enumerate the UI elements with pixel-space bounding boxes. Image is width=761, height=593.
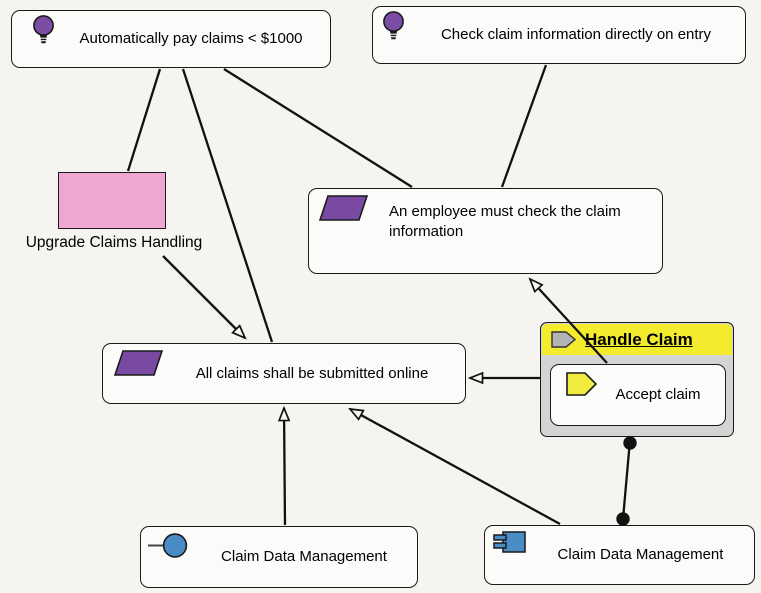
principle-node-auto-pay[interactable]: Automatically pay claims < $1000	[11, 10, 331, 68]
edge-workpackage-reqonline[interactable]	[162, 255, 245, 338]
requirement-icon	[114, 350, 163, 376]
lightbulb-icon	[33, 15, 54, 44]
interface-node-claim-data[interactable]: Claim Data Management	[140, 526, 418, 588]
interface-claim-data-label: Claim Data Management	[221, 548, 387, 565]
requirement-online-label: All claims shall be submitted online	[195, 364, 429, 382]
process-arrow-icon	[566, 372, 597, 396]
edge-component-reqonline[interactable]	[350, 409, 561, 526]
principle-check-entry-label: Check claim information directly on entr…	[440, 26, 712, 43]
handle-claim-header: Handle Claim	[542, 324, 732, 355]
handle-claim-title: Handle Claim	[585, 329, 693, 349]
edge-autopay-reqemployee[interactable]	[223, 68, 413, 188]
principle-node-check-entry[interactable]: Check claim information directly on entr…	[372, 6, 746, 64]
requirement-employee-check-label: An employee must check the claim informa…	[389, 203, 621, 240]
component-claim-data-label: Claim Data Management	[557, 546, 724, 563]
work-package-node[interactable]	[58, 172, 166, 229]
principle-auto-pay-label: Automatically pay claims < $1000	[79, 30, 303, 47]
junction-dot-top	[623, 436, 637, 450]
edge-autopay-reqonline[interactable]	[181, 68, 274, 343]
edge-handleclaim-component[interactable]	[621, 439, 632, 520]
interface-icon	[148, 533, 188, 558]
junction-dot-bottom	[616, 512, 630, 526]
accept-claim-label: Accept claim	[615, 386, 701, 403]
edge-autopay-workpackage[interactable]	[126, 68, 162, 172]
accept-claim-node[interactable]: Accept claim	[550, 364, 726, 426]
handle-claim-group[interactable]: Handle Claim Accept claim	[540, 322, 734, 437]
process-arrow-icon	[551, 331, 576, 348]
lightbulb-icon	[383, 11, 404, 40]
requirement-node-online[interactable]: All claims shall be submitted online	[102, 343, 466, 404]
edge-checkentry-reqemployee[interactable]	[500, 64, 548, 188]
requirement-node-employee-check[interactable]: An employee must check the claim informa…	[308, 188, 663, 274]
work-package-label: Upgrade Claims Handling	[25, 234, 203, 251]
component-node-claim-data[interactable]: Claim Data Management	[484, 525, 755, 585]
edge-interface-reqonline[interactable]	[284, 408, 285, 526]
requirement-icon	[319, 195, 368, 221]
component-icon	[493, 531, 526, 553]
